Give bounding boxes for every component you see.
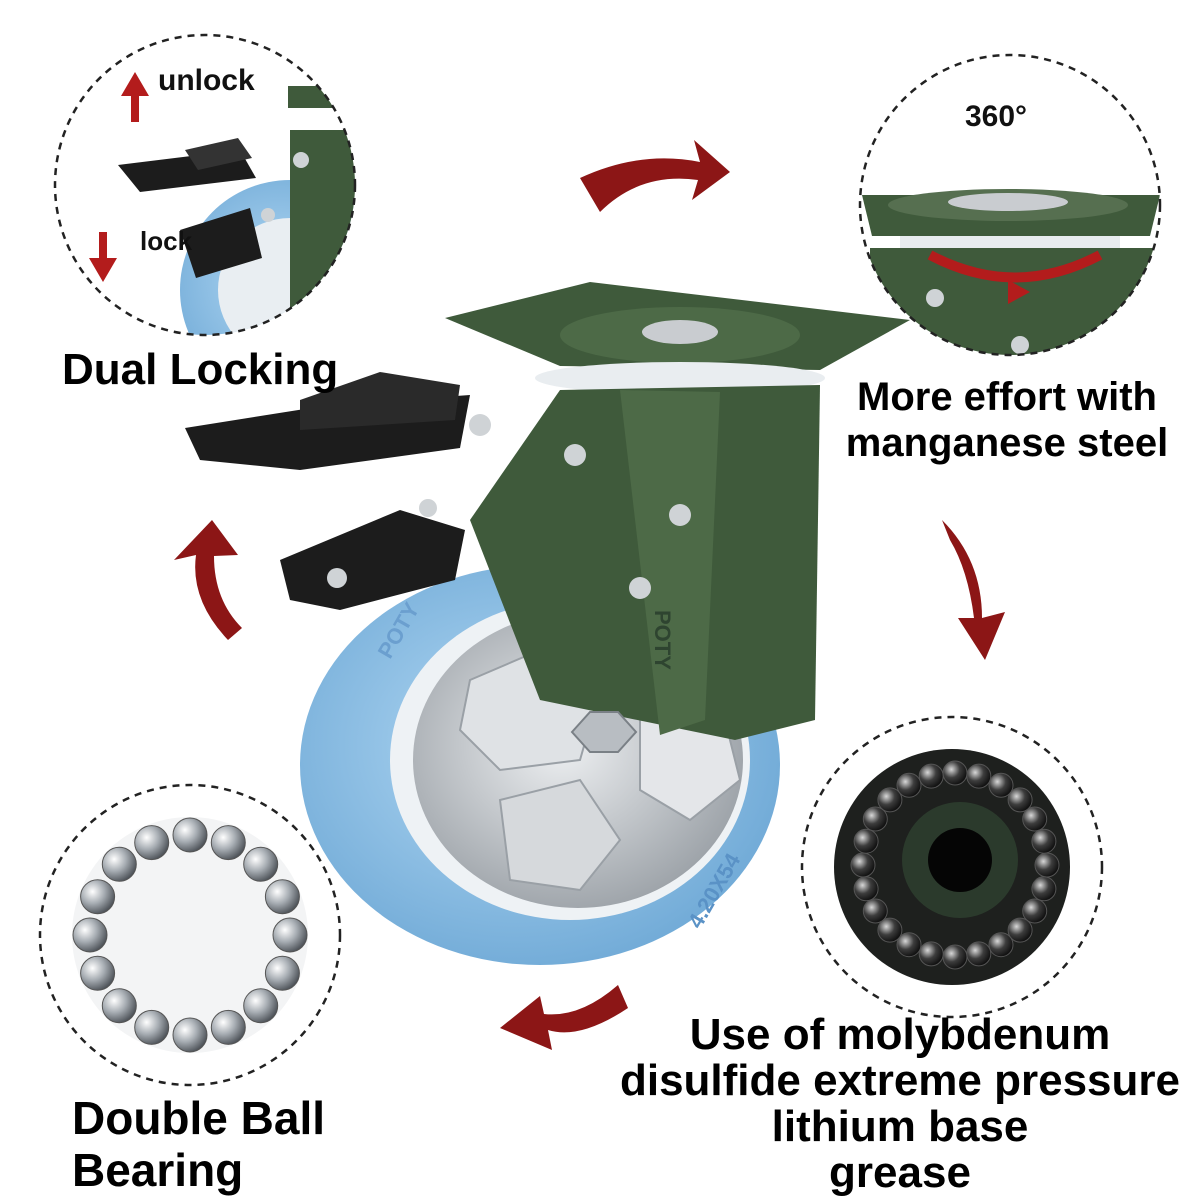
bearing-ball (101, 988, 137, 1024)
bearing-ball (72, 917, 108, 953)
bearing-ball (862, 898, 888, 924)
bearing-ball (243, 988, 279, 1024)
bearing-ball (210, 1009, 246, 1045)
bearing-ball (862, 806, 888, 832)
caption-grease-line4: grease (829, 1148, 971, 1197)
caption-manganese-line2: manganese steel (845, 421, 1169, 465)
detail-circle-bearing (38, 783, 342, 1087)
bearing-ball (172, 817, 208, 853)
bearing-ball (264, 879, 300, 915)
bearing-ball (850, 852, 876, 878)
bearing-ball (988, 772, 1014, 798)
caption-grease-line2: disulfide extreme pressure (619, 1056, 1180, 1105)
rotation-label: 360° (965, 100, 1028, 133)
bearing-ball (877, 787, 903, 813)
caption-grease: Use of molybdenum disulfide extreme pres… (600, 1012, 1200, 1196)
bearing-ball-ring (72, 817, 308, 1053)
caption-bearing-line2: Bearing (72, 1144, 244, 1196)
bearing-ball (134, 825, 170, 861)
bearing-ball (918, 763, 944, 789)
caption-manganese: More effort with manganese steel (842, 374, 1172, 466)
bearing-ball (210, 825, 246, 861)
bearing-ball (1022, 806, 1048, 832)
bearing-ball (942, 760, 968, 786)
caster-main: POTY 4.20X54 POTY (185, 282, 910, 965)
caption-grease-line1: Use of molybdenum (689, 1010, 1111, 1059)
cycle-arrows (174, 140, 1005, 1050)
bearing-ball (172, 1017, 208, 1053)
greased-ball-ring (850, 760, 1060, 970)
bearing-ball (966, 941, 992, 967)
bearing-ball (1034, 852, 1060, 878)
lock-lever (280, 510, 465, 610)
bearing-ball (80, 879, 116, 915)
caption-manganese-line1: More effort with (857, 375, 1157, 419)
bearing-ball (896, 772, 922, 798)
bearing-ball (134, 1009, 170, 1045)
down-arrow-icon (89, 232, 117, 282)
bearing-ball (80, 955, 116, 991)
curved-arrow-icon (942, 520, 1005, 660)
bearing-ball (1007, 917, 1033, 943)
bearing-ball (1007, 787, 1033, 813)
up-arrow-icon (121, 72, 149, 122)
caption-bearing: Double Ball Bearing (72, 1092, 325, 1196)
bearing-ball (966, 763, 992, 789)
bearing-ball (896, 932, 922, 958)
bearing-ball (243, 846, 279, 882)
bearing-ball (1022, 898, 1048, 924)
bearing-ball (877, 917, 903, 943)
caption-dual-locking: Dual Locking (62, 345, 339, 394)
axle-nut (570, 711, 638, 753)
detail-circle-grease (800, 715, 1104, 1019)
unlock-label: unlock (158, 64, 255, 97)
bearing-ball (272, 917, 308, 953)
lock-label: lock (140, 226, 193, 256)
curved-arrow-icon (174, 520, 242, 640)
bearing-ball (1031, 828, 1057, 854)
caption-grease-line3: lithium base (771, 1102, 1029, 1151)
caption-bearing-line1: Double Ball (72, 1092, 326, 1144)
bearing-ball (918, 941, 944, 967)
bearing-ball (942, 944, 968, 970)
bearing-ball (264, 955, 300, 991)
curved-arrow-icon (580, 140, 730, 212)
bearing-ball (853, 876, 879, 902)
bearing-ball (101, 846, 137, 882)
curved-arrow-icon (500, 985, 628, 1050)
bearing-ball (853, 828, 879, 854)
bearing-ball (988, 932, 1014, 958)
bearing-ball (1031, 876, 1057, 902)
fork-brand-marking: POTY (650, 610, 675, 670)
